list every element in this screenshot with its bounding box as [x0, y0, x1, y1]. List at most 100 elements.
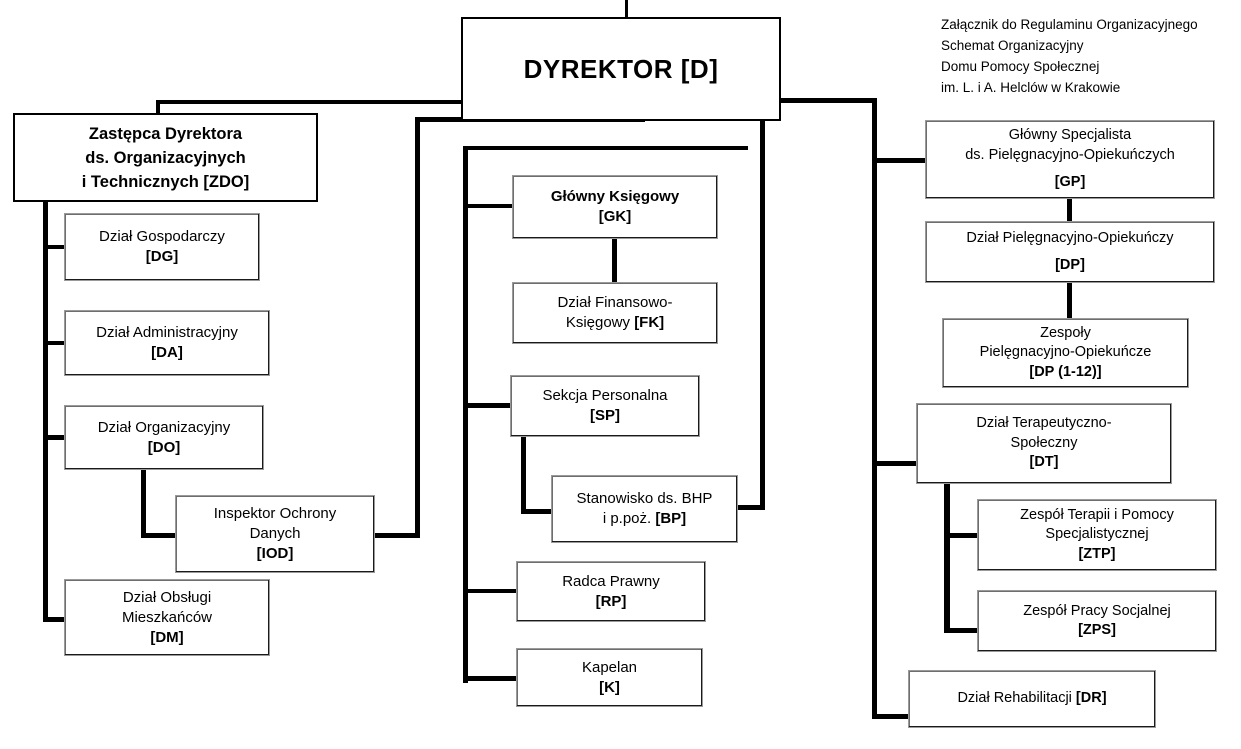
node-bp[interactable]: Stanowisko ds. BHP i p.poż. [BP] [551, 475, 738, 543]
node-dr[interactable]: Dział Rehabilitacji [DR] [908, 670, 1156, 728]
node-dm-line-2: Mieszkańców [121, 608, 213, 626]
connector-inner-stub-rp [463, 589, 516, 593]
node-dt[interactable]: Dział Terapeutyczno- Społeczny [DT] [916, 403, 1172, 484]
node-fk-label: Księgowy [565, 314, 635, 331]
connector-sp-to-bp-horizontal [521, 509, 553, 514]
header-note-line-1: Załącznik do Regulaminu Organizacyjnego [941, 17, 1198, 32]
node-zespoly-line-2: Pielęgnacyjno-Opiekuńcze [979, 344, 1152, 361]
node-dt-code: [DT] [1029, 454, 1059, 471]
node-dg[interactable]: Dział Gospodarczy [DG] [64, 213, 260, 281]
connector-middle-inner-horizontal-top [463, 146, 748, 150]
header-note-line-4: im. L. i A. Helclów w Krakowie [941, 80, 1121, 95]
connector-inner-stub-gk [463, 204, 513, 208]
node-do-label: Dział Organizacyjny [97, 418, 231, 436]
node-dr-label: Dział Rehabilitacji [957, 690, 1076, 707]
connector-middle-outer-trunk [415, 117, 420, 538]
node-zespoly-line-1: Zespoły [1040, 324, 1091, 341]
header-note: Załącznik do Regulaminu Organizacyjnego … [941, 14, 1241, 98]
header-note-line-2: Schemat Organizacyjny [941, 38, 1084, 53]
node-ztp[interactable]: Zespół Terapii i Pomocy Specjalistycznej… [977, 499, 1217, 571]
node-zespoly-code: [DP (1-12)] [1029, 363, 1102, 380]
node-ztp-code: [ZTP] [1078, 545, 1116, 562]
node-sp-code: [SP] [590, 407, 620, 424]
node-zdo-line-3: i Technicznych [ZDO] [81, 172, 250, 191]
connector-zdo-stub-do [43, 435, 65, 440]
node-iod[interactable]: Inspektor Ochrony Danych [IOD] [175, 495, 375, 573]
node-dr-code: [DR] [1075, 690, 1107, 707]
node-fk[interactable]: Dział Finansowo- Księgowy [FK] [512, 282, 718, 344]
node-ztp-line-1: Zespół Terapii i Pomocy [1020, 506, 1174, 523]
node-gp-spacer [930, 165, 1210, 173]
connector-middle-outer-to-iod [375, 533, 420, 538]
node-rp-label: Radca Prawny [562, 572, 660, 590]
node-dp[interactable]: Dział Pielęgnacyjno-Opiekuńczy [DP] [925, 221, 1215, 283]
node-dp-code: [DP] [1055, 257, 1085, 273]
connector-gp-to-dp [1067, 199, 1072, 221]
node-rp-code: [RP] [595, 592, 627, 610]
node-iod-line-1: Inspektor Ochrony [213, 505, 337, 522]
node-director[interactable]: DYREKTOR [D] [461, 17, 781, 121]
node-fk-code: [FK] [634, 314, 665, 331]
node-zdo-line-1: Zastępca Dyrektora [88, 124, 243, 143]
header-note-line-3: Domu Pomocy Społecznej [941, 59, 1100, 74]
connector-director-to-zdo-vertical [156, 100, 160, 118]
node-sp[interactable]: Sekcja Personalna [SP] [510, 375, 700, 437]
node-gp[interactable]: Główny Specjalista ds. Pielęgnacyjno-Opi… [925, 120, 1215, 199]
node-iod-code: [IOD] [256, 545, 294, 562]
node-gk[interactable]: Główny Księgowy [GK] [512, 175, 718, 239]
node-kapelan-code: [K] [599, 678, 620, 696]
connector-dt-stub-zps [944, 628, 981, 633]
connector-dt-subtrunk [944, 484, 950, 633]
node-dm-line-1: Dział Obsługi [122, 588, 212, 606]
connector-zdo-stub-da [43, 341, 65, 345]
node-fk-line-2: Księgowy [FK] [517, 313, 713, 333]
node-dt-line-1: Dział Terapeutyczno- [976, 415, 1112, 432]
node-kapelan-label: Kapelan [581, 658, 638, 676]
connector-right-stub-dt [872, 461, 917, 466]
node-zespoly-pielegnacyjno-opiekuncze[interactable]: Zespoły Pielęgnacyjno-Opiekuńcze [DP (1-… [942, 318, 1189, 388]
node-dr-line: Dział Rehabilitacji [DR] [913, 689, 1151, 709]
connector-gk-to-fk [612, 238, 617, 283]
connector-director-top [625, 0, 628, 18]
connector-director-to-zdo-horizontal [156, 100, 464, 104]
node-gk-label: Główny Księgowy [550, 188, 680, 205]
connector-sp-to-bp-vertical [521, 437, 526, 514]
node-dm-code: [DM] [150, 628, 184, 646]
node-iod-line-2: Danych [249, 525, 301, 542]
connector-inner-stub-sp [463, 403, 511, 408]
node-zdo[interactable]: Zastępca Dyrektora ds. Organizacyjnych i… [13, 113, 318, 202]
node-zdo-line-2: ds. Organizacyjnych [85, 148, 246, 167]
node-do-code: [DO] [147, 438, 181, 456]
node-dt-line-2: Społeczny [1010, 434, 1078, 451]
node-fk-line-1: Dział Finansowo- [557, 294, 673, 311]
connector-right-stub-gp [872, 158, 927, 163]
connector-dp-to-zespoly [1067, 283, 1072, 318]
connector-director-bottom-right-horizontal [760, 98, 875, 103]
node-rp[interactable]: Radca Prawny [RP] [516, 561, 706, 622]
connector-zdo-stub-dg [43, 245, 65, 249]
connector-bp-trunk-to-bp [737, 505, 765, 510]
node-da-label: Dział Administracyjny [96, 324, 238, 341]
connector-zdo-stub-dm [43, 617, 65, 622]
node-ztp-line-2: Specjalistycznej [1045, 526, 1149, 543]
node-zps[interactable]: Zespół Pracy Socjalnej [ZPS] [977, 590, 1217, 652]
node-do[interactable]: Dział Organizacyjny [DO] [64, 405, 264, 470]
node-dg-code: [DG] [145, 248, 179, 265]
connector-middle-inner-trunk [463, 146, 468, 683]
node-director-title: DYREKTOR [D] [523, 54, 719, 84]
node-dm[interactable]: Dział Obsługi Mieszkańców [DM] [64, 579, 270, 656]
node-da[interactable]: Dział Administracyjny [DA] [64, 310, 270, 376]
node-bp-line-1: Stanowisko ds. BHP [576, 490, 713, 507]
node-dp-label: Dział Pielęgnacyjno-Opiekuńczy [966, 229, 1174, 246]
node-gp-code: [GP] [1054, 174, 1086, 191]
connector-zdo-trunk [43, 200, 48, 622]
node-zps-label: Zespół Pracy Socjalnej [1023, 602, 1171, 619]
node-gp-line-2: ds. Pielęgnacyjno-Opiekuńczych [965, 146, 1175, 163]
node-bp-code: [BP] [655, 510, 687, 527]
connector-inner-stub-kapelan [463, 676, 516, 681]
connector-right-trunk [872, 98, 877, 719]
connector-dt-stub-ztp [944, 533, 981, 538]
node-kapelan[interactable]: Kapelan [K] [516, 648, 703, 707]
connector-right-stub-dr [872, 714, 910, 719]
